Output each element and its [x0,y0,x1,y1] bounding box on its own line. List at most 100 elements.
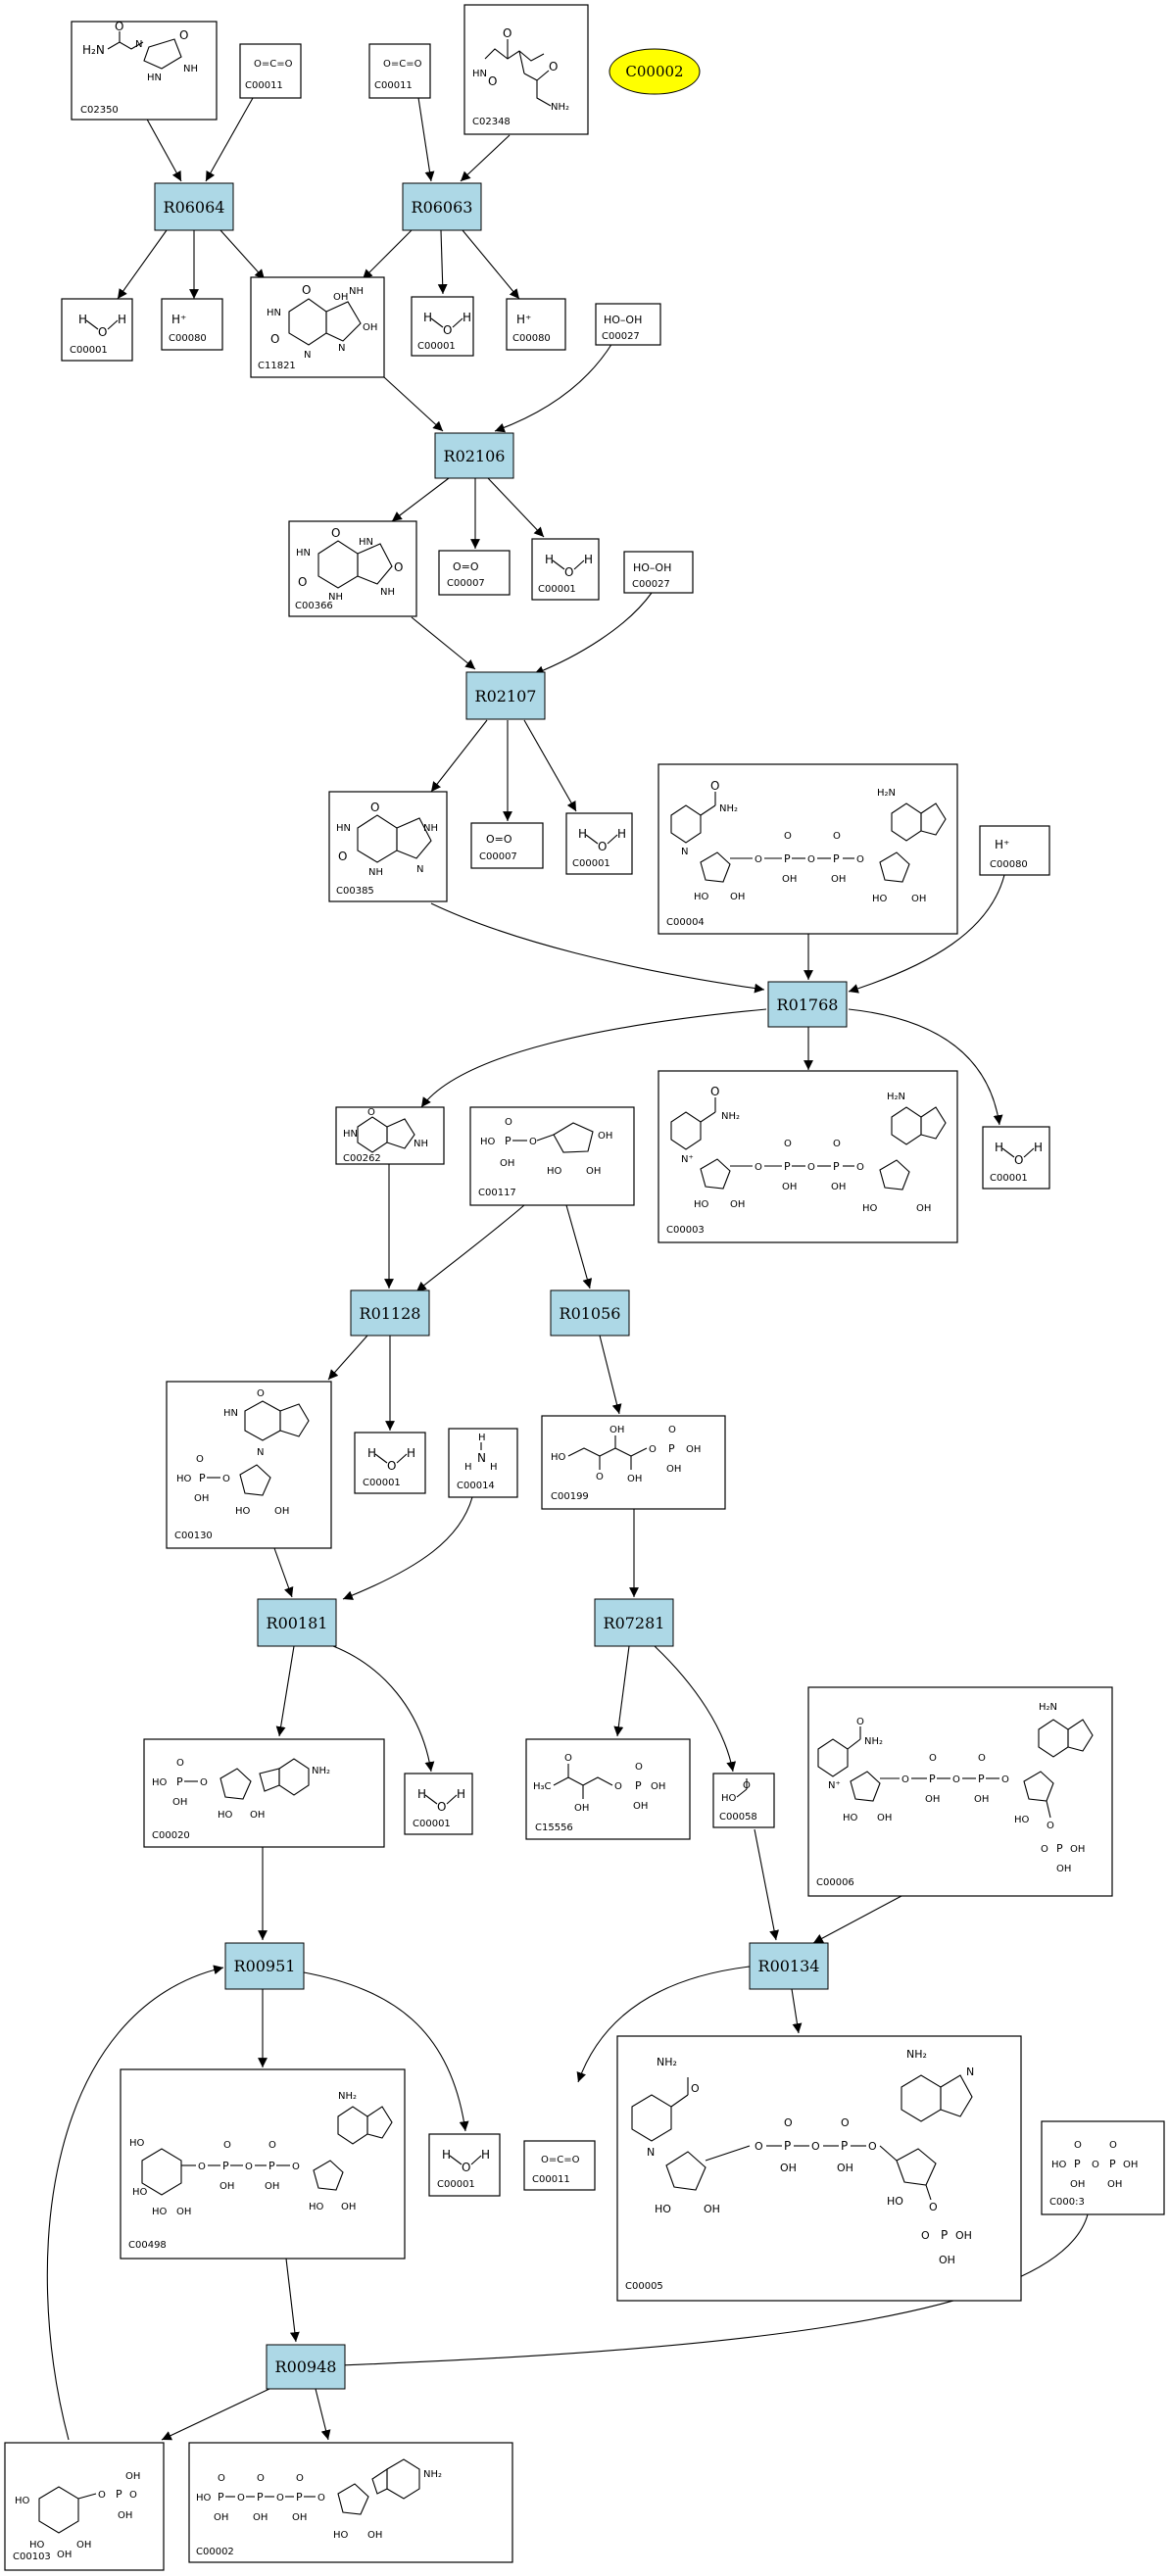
compound-C00011[interactable]: O=C=O C00011 [523,2140,596,2191]
svg-text:HN: HN [267,308,281,318]
compound-C00011[interactable]: O=C=O C00011 [239,43,302,99]
svg-text:O: O [978,1753,986,1764]
svg-text:C00007: C00007 [447,578,485,589]
compound-C00080[interactable]: H⁺ C00080 [161,298,223,351]
compound-C00080[interactable]: H⁺ C00080 [979,825,1050,876]
svg-text:H: H [407,1446,415,1460]
svg-text:O: O [298,575,307,589]
svg-text:O: O [196,1454,204,1465]
svg-text:OH: OH [292,2512,307,2523]
compound-C00001[interactable]: HOH C00001 [982,1126,1050,1190]
svg-text:HO: HO [218,1810,233,1821]
reaction-R00134[interactable]: R00134 [749,1942,829,1990]
svg-text:O: O [833,1139,841,1149]
compound-C00262[interactable]: OHN NH C00262 [335,1106,445,1165]
highlight-marker[interactable]: C00002 [609,48,701,95]
svg-text:HO: HO [721,1793,737,1804]
svg-text:OH: OH [253,2512,268,2523]
svg-text:H: H [545,553,554,566]
svg-text:O: O [317,2493,325,2503]
compound-C02350[interactable]: H₂N O N ONH HN C02350 [71,20,218,121]
svg-text:H₂N: H₂N [82,43,105,57]
svg-text:C00080: C00080 [990,859,1028,870]
svg-text:C00007: C00007 [479,851,517,862]
compound-C00011[interactable]: O=C=O C00011 [368,43,431,99]
svg-text:NH₂: NH₂ [719,803,738,814]
svg-text:OH: OH [782,874,797,885]
reaction-R07281[interactable]: R07281 [594,1598,674,1647]
compound-C02348[interactable]: O HN O NH₂ O C02348 [463,4,589,135]
compound-C00001[interactable]: HOH C00001 [565,812,633,875]
reaction-R06064[interactable]: R06064 [154,182,234,231]
compound-C00027[interactable]: HO–OH C00027 [595,303,661,346]
svg-text:H⁺: H⁺ [995,838,1009,851]
svg-text:H: H [1034,1141,1043,1154]
svg-text:O=C=O: O=C=O [254,59,293,70]
compound-C00027[interactable]: HO–OH C00027 [623,551,694,594]
reaction-R00181[interactable]: R00181 [257,1598,337,1647]
svg-text:C02348: C02348 [472,117,511,127]
compound-C00001[interactable]: HOH C00001 [411,296,474,357]
reaction-R02107[interactable]: R02107 [465,671,546,720]
reaction-R01128[interactable]: R01128 [350,1289,430,1337]
compound-C00366[interactable]: OHN HNO ONH NH C00366 [288,520,417,617]
compound-C00007[interactable]: O=O C00007 [438,550,511,596]
svg-text:O: O [784,831,792,842]
svg-text:C00001: C00001 [70,345,108,356]
svg-text:OH: OH [1070,1844,1085,1855]
compound-C00058[interactable]: HO O C00058 [712,1773,775,1828]
svg-text:C00014: C00014 [457,1481,495,1491]
svg-text:O: O [691,2082,700,2095]
svg-text:HO: HO [196,2493,212,2503]
svg-text:HO: HO [551,1452,566,1463]
reaction-R02106[interactable]: R02106 [434,432,514,479]
svg-text:O: O [598,840,607,853]
reaction-R00948[interactable]: R00948 [266,2344,346,2390]
svg-text:O: O [811,2140,820,2153]
svg-text:O: O [901,1774,909,1785]
svg-text:P: P [1109,2158,1116,2170]
compound-structure: HOH [442,2148,490,2174]
compound-C00001[interactable]: HOH C00001 [354,1432,426,1494]
reaction-R00951[interactable]: R00951 [224,1942,305,1990]
compound-C00080[interactable]: H⁺ C00080 [506,298,566,351]
svg-text:C00004: C00004 [666,917,705,928]
compound-C00001[interactable]: HOH C00001 [428,2133,501,2197]
reaction-R06063[interactable]: R06063 [402,182,482,231]
compound-C00001[interactable]: HOH C00001 [61,298,133,362]
svg-text:N: N [477,1451,486,1465]
svg-text:O: O [755,1162,762,1173]
svg-text:H: H [478,1433,486,1443]
reaction-R01768[interactable]: R01768 [767,981,848,1028]
svg-text:H⁺: H⁺ [171,313,186,326]
svg-text:NH₂: NH₂ [312,1766,330,1776]
compound-structure: HO O [721,1778,751,1804]
reaction-R01056[interactable]: R01056 [550,1289,630,1337]
svg-text:O: O [743,1780,751,1791]
compound-C00001[interactable]: HOH C00001 [404,1773,473,1835]
compound-C00001[interactable]: HOH C00001 [531,538,600,601]
svg-text:P: P [176,1775,183,1788]
svg-text:OH: OH [666,1464,681,1475]
svg-text:P: P [1074,2158,1081,2170]
svg-text:R07281: R07281 [604,1614,665,1632]
compound-C00007[interactable]: O=O C00007 [470,822,544,869]
svg-text:H₂N: H₂N [887,1092,905,1102]
